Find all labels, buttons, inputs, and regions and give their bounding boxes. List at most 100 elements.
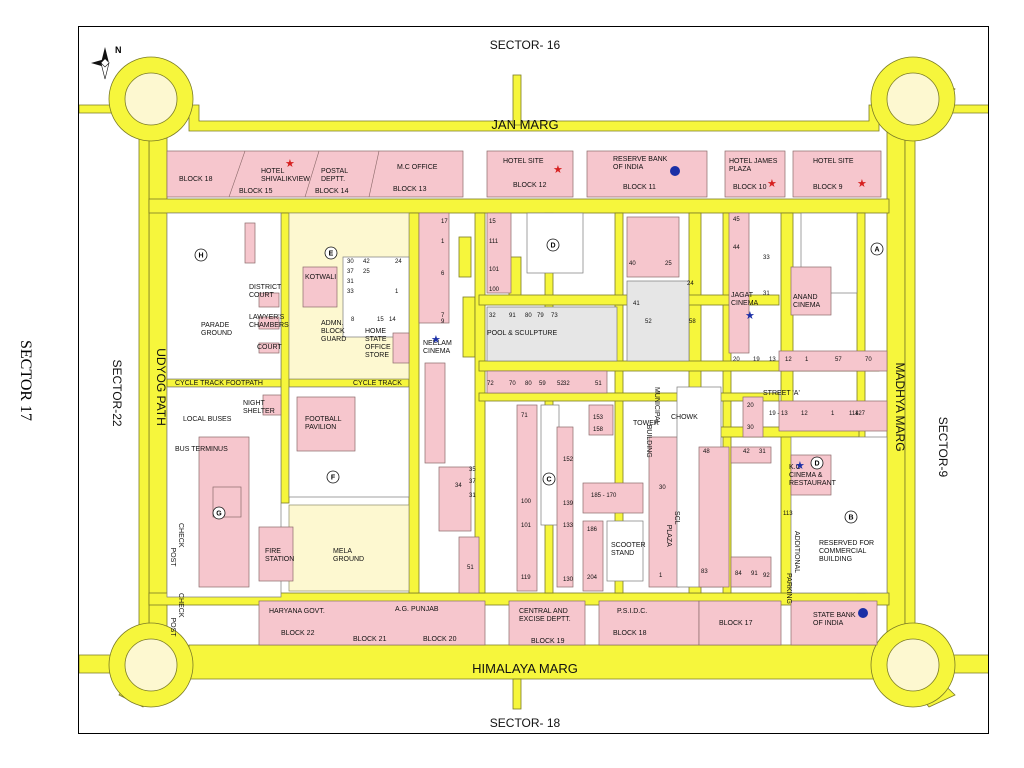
block-number-label: 25 xyxy=(665,261,672,267)
block-number-label: 1 xyxy=(395,289,399,295)
block-number-label: 15 xyxy=(489,219,496,225)
block-number-label: 8 xyxy=(351,317,355,323)
sector-label-north: SECTOR- 16 xyxy=(490,38,561,52)
block-number-label: 1 xyxy=(831,411,835,417)
zone-marker-label: D xyxy=(814,461,819,468)
label-mc-office: M.C OFFICE xyxy=(397,164,438,171)
block-number-label: 33 xyxy=(347,289,354,295)
block-number-label: 30 xyxy=(659,485,666,491)
block-number-label: 31 xyxy=(347,279,354,285)
block-number-label: 119 xyxy=(521,575,531,581)
block-number-label: 31 xyxy=(759,449,766,455)
block-71-119 xyxy=(516,404,538,592)
zone-marker-label: E xyxy=(329,251,334,258)
label-court: COURT xyxy=(257,344,282,351)
block-18-south xyxy=(598,600,700,646)
kotwali-block xyxy=(302,266,338,308)
block-number-label: 130 xyxy=(563,577,574,583)
bank-icons xyxy=(670,166,868,618)
block-34-37 xyxy=(438,466,472,532)
block-11 xyxy=(586,150,708,198)
block-number-label: 25 xyxy=(363,269,370,275)
block-number-label: 17 xyxy=(441,219,448,225)
label-block17: BLOCK 17 xyxy=(719,620,753,627)
label-additional-parking: ADDITIONALPARKING xyxy=(785,531,800,604)
night-shelter-block xyxy=(262,394,282,416)
block-114-127 xyxy=(778,400,888,432)
circle-c-plot xyxy=(540,404,560,526)
zone-marker-label: B xyxy=(848,515,853,522)
block-number-label: 30 xyxy=(347,259,354,265)
inner-road-v8 xyxy=(614,212,624,594)
road-label-cycle-track: CYCLE TRACK xyxy=(353,380,402,387)
block-number-label: 101 xyxy=(521,523,532,529)
block-number-label: 71 xyxy=(521,413,528,419)
block-number-label: 6 xyxy=(441,271,445,277)
label-pool-sculpture: POOL & SCULPTURE xyxy=(487,330,557,337)
block-number-label: 30 xyxy=(747,425,754,431)
block-number-label: 52 xyxy=(557,381,564,387)
sector-17-map: JAN MARG HIMALAYA MARG UDYOG PATH MADHYA… xyxy=(79,38,988,730)
east-zone xyxy=(698,212,888,594)
zone-marker-circle xyxy=(546,238,560,252)
hotel-star-icon: ★ xyxy=(767,178,777,190)
roundabout-bl-island xyxy=(124,638,178,692)
bank-icon xyxy=(670,166,680,176)
block-number-label: 19 xyxy=(753,357,760,363)
home-state-block xyxy=(392,332,410,364)
road-label-cycle-footpath: CYCLE TRACK FOOTPATH xyxy=(175,380,263,387)
block-number-label: 57 xyxy=(835,357,842,363)
road-below-top-blocks xyxy=(148,198,890,214)
block-number-label: 158 xyxy=(593,427,604,433)
block-number-label: 83 xyxy=(701,569,708,575)
road-label-chowk: CHOWK xyxy=(671,414,698,421)
inner-road-v3 xyxy=(458,236,472,278)
block-58-31 xyxy=(728,212,750,354)
road-label-udyog-path: UDYOG PATH xyxy=(154,348,168,426)
block-9 xyxy=(792,150,882,198)
star-icons: ★ ★ ★ ★ ★ ★ ★ xyxy=(285,158,867,472)
block-number-label: 33 xyxy=(763,255,770,261)
anand-cinema-block xyxy=(790,266,832,316)
block-number-label: 14 xyxy=(389,317,396,323)
block-153-158 xyxy=(588,404,614,436)
block-number-label: 91 xyxy=(751,571,758,577)
block-number-label: 9 xyxy=(441,319,445,325)
block-number-label: 37 xyxy=(469,479,476,485)
label-local-buses: LOCAL BUSES xyxy=(183,416,232,423)
central-plaza xyxy=(626,280,690,362)
block-number-label: 32 xyxy=(489,313,496,319)
block-number-label: 113 xyxy=(783,511,793,517)
zone-marker-label: F xyxy=(331,475,336,482)
cinema-star-icon: ★ xyxy=(431,334,441,346)
block-number-label: 48 xyxy=(703,449,710,455)
block-number-label: 12 xyxy=(785,357,792,363)
block-12 xyxy=(486,150,574,198)
football-pavilion-block xyxy=(296,396,356,452)
label-block18: BLOCK 18 xyxy=(179,176,213,183)
label-ag-punjab: A.G. PUNJAB xyxy=(395,606,439,613)
block-number-label: 133 xyxy=(563,523,574,529)
west-zone xyxy=(166,212,480,598)
label-check-post-1: CHECKPOST xyxy=(169,523,184,567)
zone-marker-circle xyxy=(844,510,858,524)
fire-station-block xyxy=(258,526,294,582)
neelam-block-strip2 xyxy=(424,362,446,464)
block-10 xyxy=(724,150,786,198)
block-number-label: 58 xyxy=(689,319,696,325)
label-check-post-2: CHECKPOST xyxy=(169,593,184,637)
block-number-label: 139 xyxy=(563,501,574,507)
block-number-label: 31 xyxy=(469,493,476,499)
